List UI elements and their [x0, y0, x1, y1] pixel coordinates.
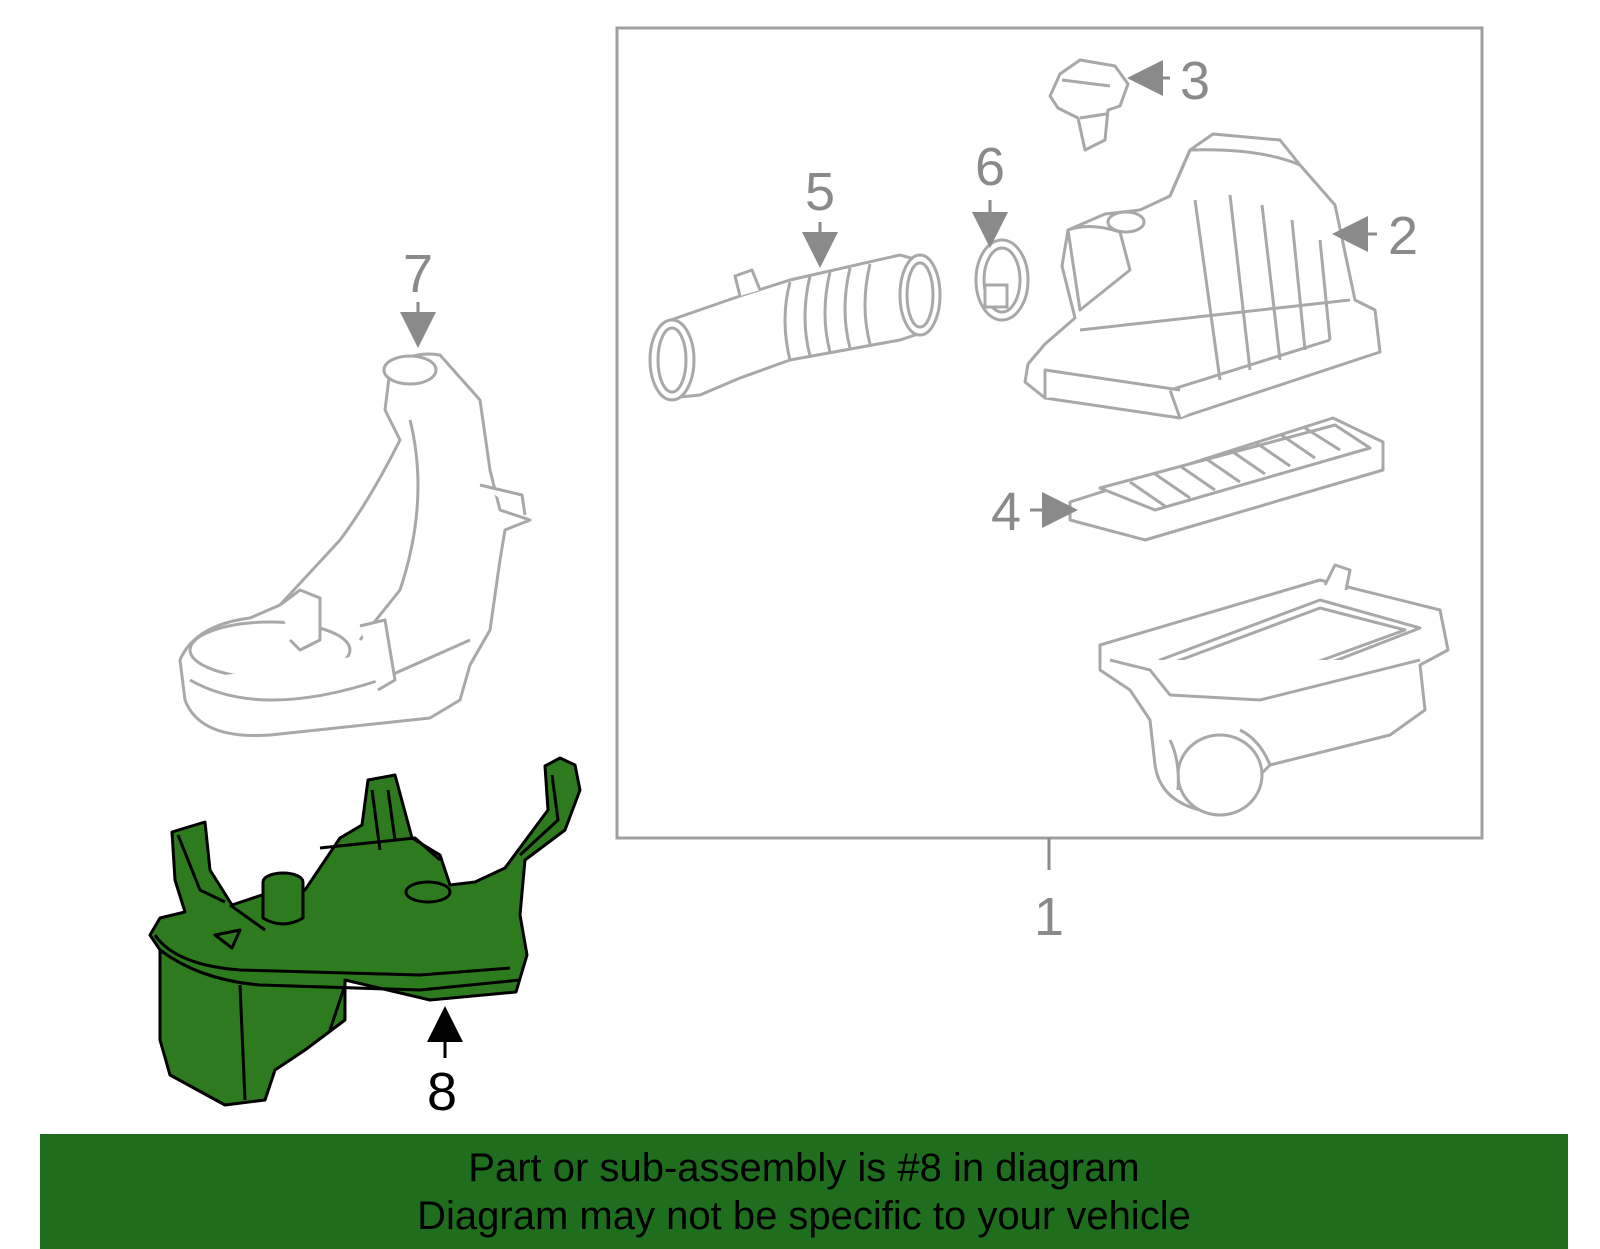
part-4-filter-element: [1068, 416, 1385, 542]
part-5-intake-hose: [648, 253, 942, 402]
callout-7: 7: [403, 244, 433, 304]
callout-2: 2: [1388, 206, 1418, 266]
callout-8: 8: [427, 1062, 457, 1122]
part-6-clamp: [974, 238, 1030, 322]
part-7-duct: [178, 352, 532, 738]
callout-5: 5: [805, 162, 835, 222]
info-banner: Part or sub-assembly is #8 in diagram Di…: [40, 1134, 1568, 1249]
callout-4: 4: [991, 482, 1021, 542]
callout-1: 1: [1034, 887, 1064, 947]
part-3-sensor: [1048, 58, 1130, 152]
part-2-air-cleaner-cover: [1023, 132, 1382, 420]
part-1-lower-case: [1098, 563, 1450, 817]
part-8-resonator: [148, 756, 582, 1107]
callout-6: 6: [975, 137, 1005, 197]
banner-line-2: Diagram may not be specific to your vehi…: [417, 1193, 1191, 1238]
banner-line-1: Part or sub-assembly is #8 in diagram: [468, 1145, 1140, 1190]
callout-3: 3: [1180, 51, 1210, 111]
